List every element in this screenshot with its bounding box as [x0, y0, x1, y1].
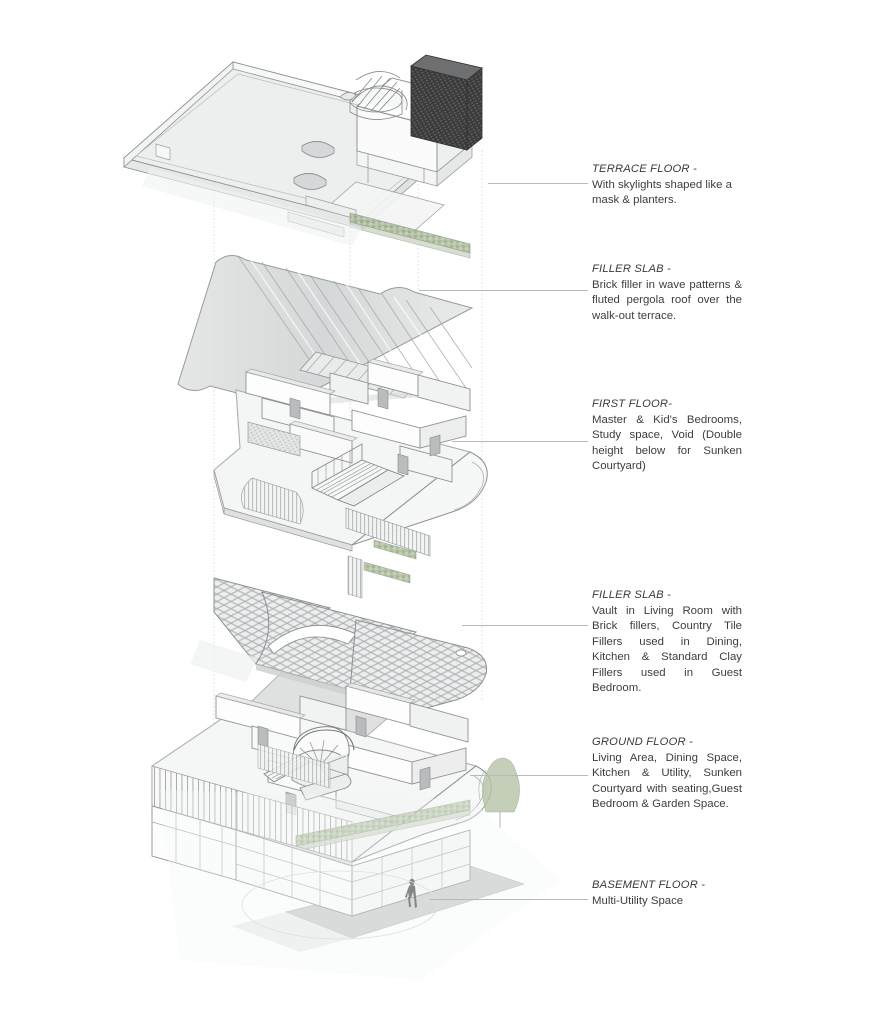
- garden-strip: [295, 799, 471, 852]
- annotation-title-filler-slab-upper: FILLER SLAB -: [592, 263, 672, 275]
- level-terrace-floor: [122, 54, 483, 259]
- jali-screen-terrace: [410, 54, 483, 151]
- leader-line-first-floor: [452, 441, 588, 442]
- annotation-basement-floor: BASEMENT FLOOR - Multi-Utility Space: [592, 879, 742, 909]
- annotation-first-floor: FIRST FLOOR- Master & Kid's Bedrooms, St…: [592, 398, 742, 475]
- tree: [478, 757, 520, 828]
- annotation-title-first-floor: FIRST FLOOR-: [592, 398, 673, 410]
- annotation-body-terrace: With skylights shaped like a mask & plan…: [592, 179, 732, 207]
- annotation-body-basement: Multi-Utility Space: [592, 895, 684, 907]
- annotation-title-basement: BASEMENT FLOOR -: [592, 879, 706, 891]
- annotation-body-ground-floor: Living Area, Dining Space, Kitchen & Uti…: [592, 752, 742, 811]
- annotation-title-filler-slab-lower: FILLER SLAB -: [592, 589, 672, 601]
- annotation-filler-slab-lower: FILLER SLAB - Vault in Living Room with …: [592, 589, 742, 696]
- leader-line-basement: [430, 899, 588, 900]
- annotation-title-ground-floor: GROUND FLOOR -: [592, 736, 694, 748]
- annotation-body-first-floor: Master & Kid's Bedrooms, Study space, Vo…: [592, 414, 742, 473]
- annotation-body-filler-slab-lower: Vault in Living Room with Brick fillers,…: [592, 605, 742, 695]
- level-basement-floor: [151, 805, 526, 952]
- annotation-title-terrace: TERRACE FLOOR -: [592, 163, 697, 175]
- leader-line-terrace: [488, 183, 588, 184]
- staircase-first-floor: [311, 443, 405, 507]
- level-first-floor: [213, 358, 488, 560]
- annotation-body-filler-slab-upper: Brick filler in wave patterns & fluted p…: [592, 279, 742, 322]
- annotation-ground-floor: GROUND FLOOR - Living Area, Dining Space…: [592, 736, 742, 813]
- planter-strip-terrace: [349, 212, 471, 259]
- annotation-terrace-floor: TERRACE FLOOR - With skylights shaped li…: [592, 163, 742, 209]
- leader-line-filler-slab-lower: [462, 625, 588, 626]
- leader-line-ground-floor: [470, 775, 588, 776]
- spiral-stair-terrace: [349, 71, 408, 120]
- skylight-pods: [293, 141, 335, 190]
- annotation-filler-slab-upper: FILLER SLAB - Brick filler in wave patte…: [592, 263, 742, 324]
- leader-line-filler-slab-upper: [419, 290, 588, 291]
